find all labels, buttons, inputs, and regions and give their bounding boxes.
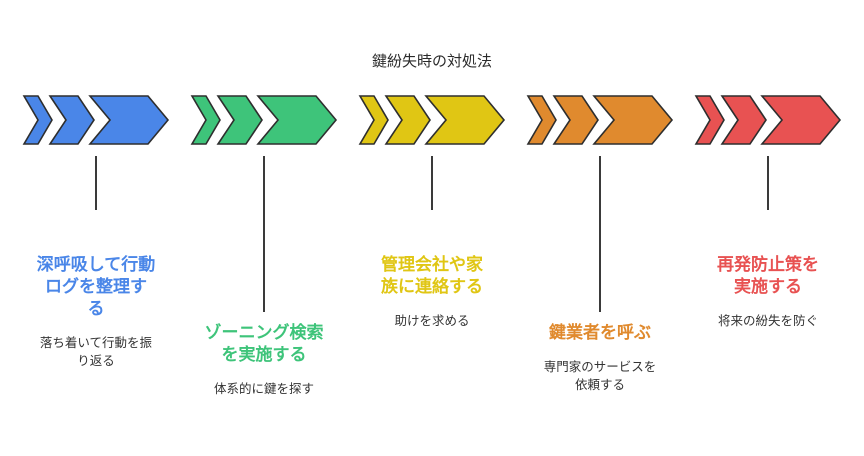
step-description: 専門家のサービスを依頼する bbox=[520, 358, 680, 394]
chevron-group-5 bbox=[694, 95, 842, 145]
chevron-arrow-icon bbox=[694, 95, 725, 145]
connector-line bbox=[599, 156, 601, 312]
step-description-line: 助けを求める bbox=[394, 313, 470, 328]
chevron-arrow-icon bbox=[526, 95, 557, 145]
connector-line bbox=[431, 156, 433, 210]
chevron-arrow-icon bbox=[720, 95, 767, 145]
chevron-arrow-icon bbox=[592, 95, 674, 145]
step-title: ゾーニング検索を実施する bbox=[184, 322, 344, 366]
chevron-arrow-icon bbox=[552, 95, 599, 145]
connector-line bbox=[767, 156, 769, 210]
chevron-arrow-icon bbox=[216, 95, 263, 145]
chevron-group-1 bbox=[22, 95, 170, 145]
chevron-arrow-icon bbox=[424, 95, 506, 145]
step-description: 落ち着いて行動を振り返る bbox=[16, 334, 176, 370]
chevron-arrow-icon bbox=[256, 95, 338, 145]
chevron-arrow-icon bbox=[22, 95, 53, 145]
step-description-line: 落ち着いて行動を振 bbox=[39, 335, 153, 350]
chevron-arrow-icon bbox=[88, 95, 170, 145]
chevron-arrow-icon bbox=[384, 95, 431, 145]
chevron-group-2 bbox=[190, 95, 338, 145]
step-description-line: り返る bbox=[77, 353, 115, 368]
step-title: 管理会社や家族に連絡する bbox=[352, 254, 512, 298]
step-description: 将来の紛失を防ぐ bbox=[688, 312, 848, 330]
diagram-title: 鍵紛失時の対処法 bbox=[371, 52, 492, 70]
connector-line bbox=[95, 156, 97, 210]
chevron-row bbox=[22, 95, 842, 145]
step-description-line: 体系的に鍵を探す bbox=[213, 381, 314, 396]
step-title-line: ゾーニング検索 bbox=[204, 323, 324, 343]
step-title-line: 鍵業者を呼ぶ bbox=[549, 323, 651, 343]
step-title-line: 管理会社や家 bbox=[381, 255, 483, 275]
step-title-line: る bbox=[87, 299, 105, 319]
step-title: 深呼吸して行動ログを整理する bbox=[16, 254, 176, 320]
connector-line bbox=[263, 156, 265, 312]
step-title-line: 深呼吸して行動 bbox=[36, 255, 156, 275]
step-description-line: 依頼する bbox=[574, 377, 625, 392]
chevron-arrow-icon bbox=[48, 95, 95, 145]
step-title-line: 族に連絡する bbox=[381, 277, 483, 297]
step-title-line: を実施する bbox=[221, 345, 307, 365]
step-description: 助けを求める bbox=[352, 312, 512, 330]
chevron-arrow-icon bbox=[358, 95, 389, 145]
step-title-line: 実施する bbox=[734, 277, 802, 297]
chevron-group-3 bbox=[358, 95, 506, 145]
chevron-arrow-icon bbox=[190, 95, 221, 145]
step-description: 体系的に鍵を探す bbox=[184, 380, 344, 398]
step-title: 再発防止策を実施する bbox=[688, 254, 848, 298]
step-title: 鍵業者を呼ぶ bbox=[520, 322, 680, 344]
step-description-line: 将来の紛失を防ぐ bbox=[717, 313, 818, 328]
step-title-line: 再発防止策を bbox=[717, 255, 819, 275]
step-description-line: 専門家のサービスを bbox=[543, 359, 657, 374]
chevron-group-4 bbox=[526, 95, 674, 145]
step-title-line: ログを整理す bbox=[45, 277, 147, 297]
chevron-arrow-icon bbox=[760, 95, 842, 145]
